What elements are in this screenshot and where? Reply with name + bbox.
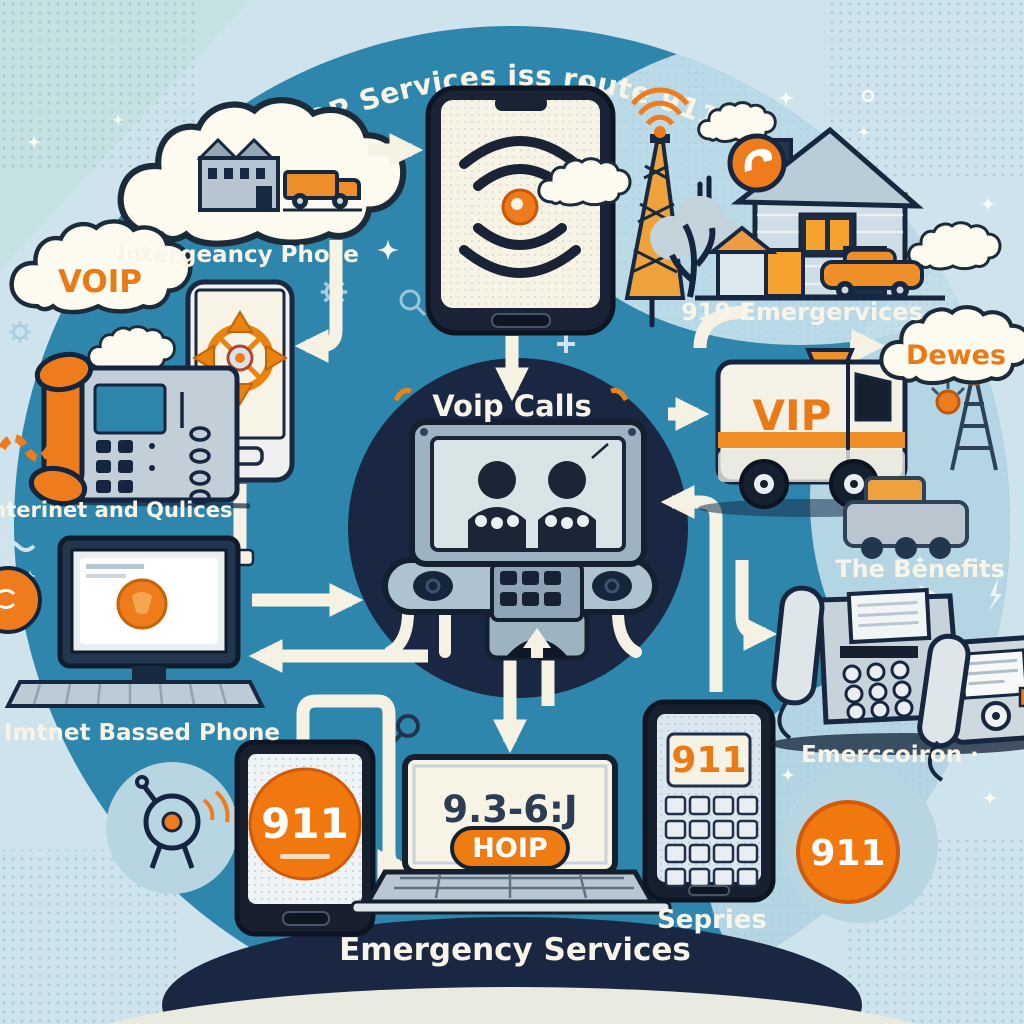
keyboard bbox=[4, 680, 266, 708]
keypad-phone: 911 bbox=[642, 699, 776, 903]
hoip-button bbox=[450, 826, 570, 870]
label-919-emergency: 919 Emergervices bbox=[681, 298, 923, 326]
hoip-button-label: HOIP bbox=[472, 833, 547, 864]
desk-phone-b bbox=[917, 633, 1024, 782]
video-call-computer bbox=[382, 419, 658, 661]
up-arrow-icon bbox=[523, 628, 551, 658]
label-internet-offices: Interinet and Qulices bbox=[0, 498, 233, 522]
vip-label: VIP bbox=[753, 391, 832, 440]
devices-cloud: Dewes bbox=[881, 307, 1024, 383]
desktop-computer bbox=[0, 535, 266, 708]
van-window bbox=[854, 372, 892, 422]
phone-keypad bbox=[96, 440, 155, 493]
factory-illustration bbox=[196, 137, 362, 212]
keypad-keys bbox=[664, 795, 759, 888]
truck-illustration bbox=[283, 170, 339, 200]
lightning-icon bbox=[988, 578, 1002, 612]
webcam-doodle bbox=[106, 762, 238, 894]
phone-screen bbox=[93, 383, 167, 435]
arrow-911phone-to-laptop bbox=[296, 694, 412, 883]
ambulance-van: VIP bbox=[698, 348, 922, 517]
phone-badge-icon bbox=[727, 133, 787, 193]
desk-phone-voip bbox=[0, 351, 251, 509]
house-scene bbox=[537, 101, 1002, 301]
laptop-hoip: 9.3-6:J HOIP bbox=[350, 754, 672, 915]
handset-icon bbox=[771, 585, 825, 706]
mini-tower-icon bbox=[950, 377, 998, 471]
phone-cord bbox=[0, 434, 78, 462]
signal-dot-rays bbox=[930, 382, 966, 415]
handset-icon bbox=[28, 351, 94, 507]
broadcast-arcs bbox=[630, 87, 690, 126]
label-internet-based-phone: Imtnet Bassed Phone bbox=[4, 720, 280, 746]
badge-911-label: 911 bbox=[810, 833, 885, 874]
emergency-badge bbox=[248, 767, 362, 881]
ground-strip bbox=[106, 987, 918, 1024]
label-emergency-phone: Intergeancy Phoce bbox=[117, 242, 359, 268]
arrow-to-desk-phones bbox=[735, 560, 778, 651]
label-emergency-services: Emergency Services bbox=[339, 932, 691, 968]
orange-badge bbox=[0, 566, 42, 634]
ship-wheel-icon bbox=[192, 310, 288, 406]
smartphone-911: 911 bbox=[234, 739, 376, 937]
badge-911-circle: 911 bbox=[782, 767, 938, 923]
lit-window bbox=[763, 248, 805, 298]
arrow-to-wheel-phone bbox=[294, 240, 343, 363]
voip-calls-label: Voip Calls bbox=[432, 389, 592, 423]
signal-arcs bbox=[202, 790, 230, 823]
keypad-911-label: 911 bbox=[671, 740, 746, 781]
speaker-icon bbox=[592, 571, 632, 601]
speaker-icon bbox=[413, 571, 453, 601]
desk-phones-pair bbox=[770, 585, 1024, 782]
label-series: Sepries bbox=[657, 905, 767, 935]
phone-911-label: 911 bbox=[261, 799, 349, 848]
factory-cloud bbox=[121, 100, 404, 243]
devices-cloud-label: Dewes bbox=[906, 340, 1006, 371]
voip-cloud: VOIP bbox=[12, 221, 191, 312]
pipe-919 bbox=[693, 305, 749, 349]
voip-cloud-label: VOIP bbox=[58, 264, 142, 300]
laptop-number: 9.3-6:J bbox=[442, 788, 577, 831]
label-emergency-comm: Emerccoiron · bbox=[801, 742, 979, 768]
smartphone-wifi bbox=[425, 85, 616, 336]
car-illustration bbox=[820, 248, 924, 299]
label-benefits: The Benefits bbox=[835, 555, 1005, 583]
van-stripe bbox=[718, 432, 905, 448]
keypad-screen bbox=[666, 732, 752, 788]
emergency-badge bbox=[796, 800, 900, 904]
